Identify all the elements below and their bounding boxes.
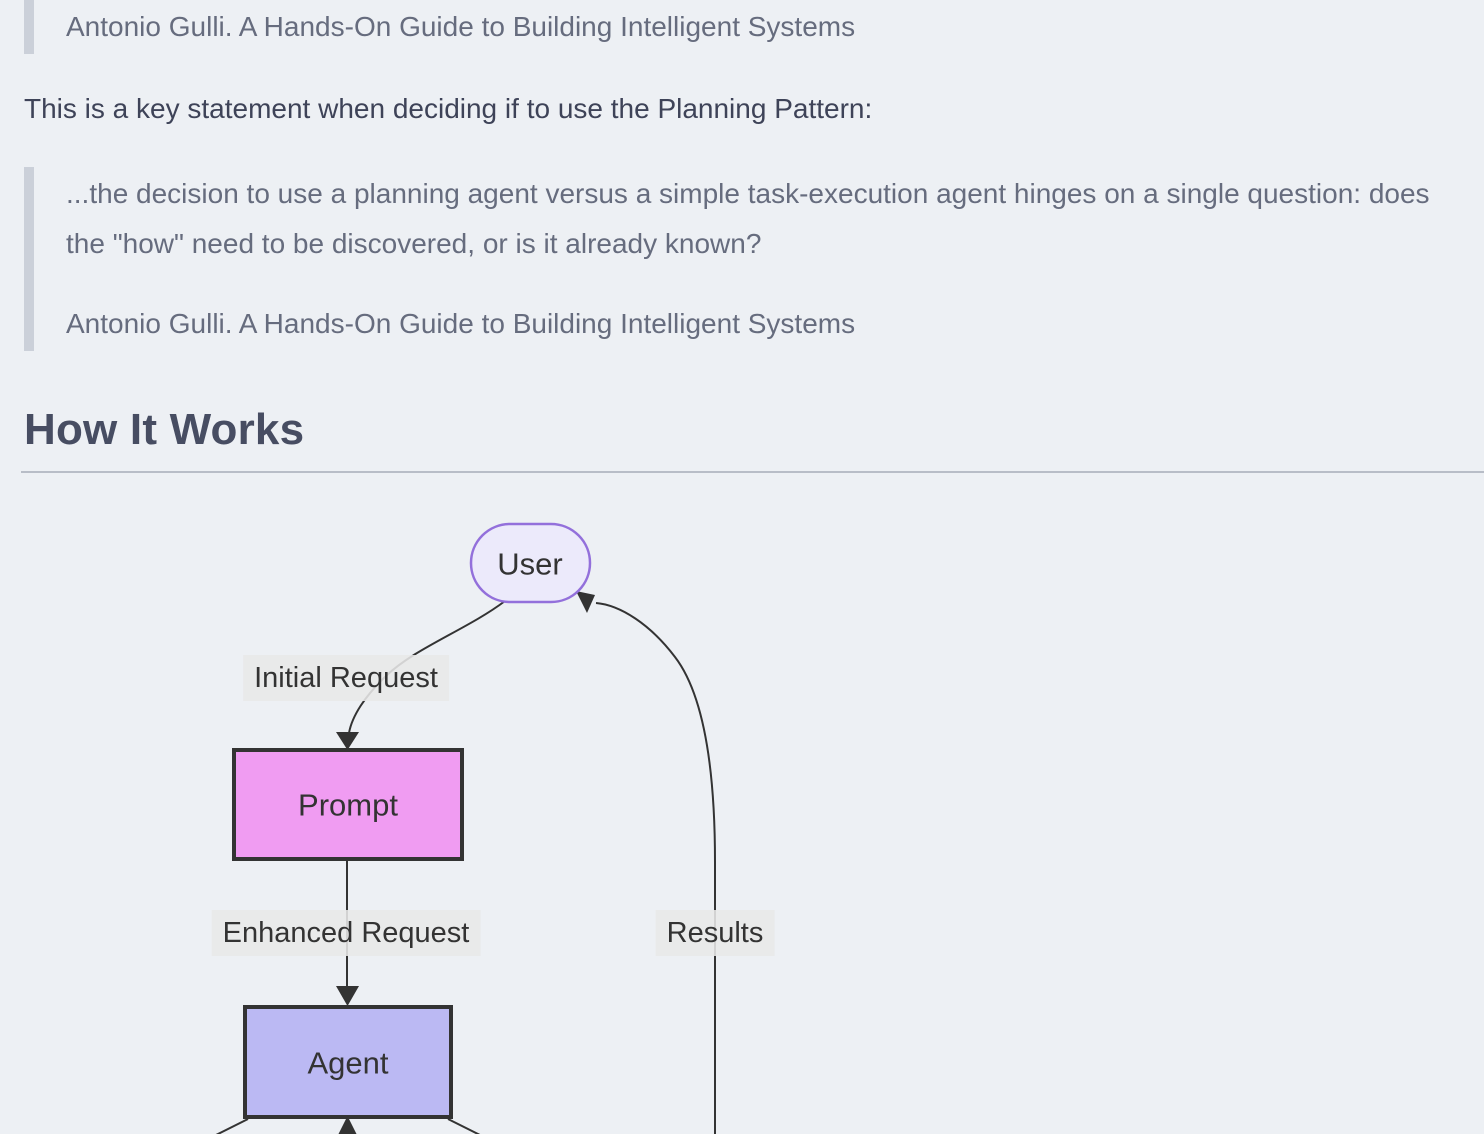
flowchart-canvas: User Prompt Agent	[215, 522, 716, 1134]
arrowhead-into-prompt	[336, 732, 359, 750]
edge-label-initial-request: Initial Request	[243, 655, 449, 701]
node-agent	[243, 1005, 453, 1119]
quote-text: ...the decision to use a planning agent …	[66, 178, 1430, 259]
intro-paragraph: This is a key statement when deciding if…	[24, 93, 873, 124]
quote-attribution-main: Antonio Gulli. A Hands-On Guide to Build…	[66, 308, 856, 339]
node-user	[469, 522, 592, 604]
blockquote-main: ...the decision to use a planning agent …	[24, 167, 1454, 351]
flowchart-diagram: User Prompt Agent Initial Request Enhanc…	[0, 473, 1484, 1134]
edge-label-enhanced-request: Enhanced Request	[211, 910, 481, 956]
arrowhead-into-agent-bottom	[338, 1116, 357, 1134]
arrowhead-into-user	[576, 591, 595, 613]
node-user-label: User	[497, 547, 562, 582]
edge-label-results: Results	[655, 910, 775, 956]
section-heading: How It Works	[24, 405, 305, 454]
quote-attribution-top: Antonio Gulli. A Hands-On Guide to Build…	[66, 11, 856, 42]
blockquote-top: Antonio Gulli. A Hands-On Guide to Build…	[24, 0, 1454, 54]
edge-agent-to-user-results	[595, 602, 716, 1134]
node-prompt	[232, 748, 464, 861]
node-agent-label: Agent	[307, 1046, 388, 1081]
arrowhead-into-agent	[336, 986, 359, 1006]
node-prompt-label: Prompt	[298, 788, 398, 823]
section-divider	[21, 471, 1484, 473]
